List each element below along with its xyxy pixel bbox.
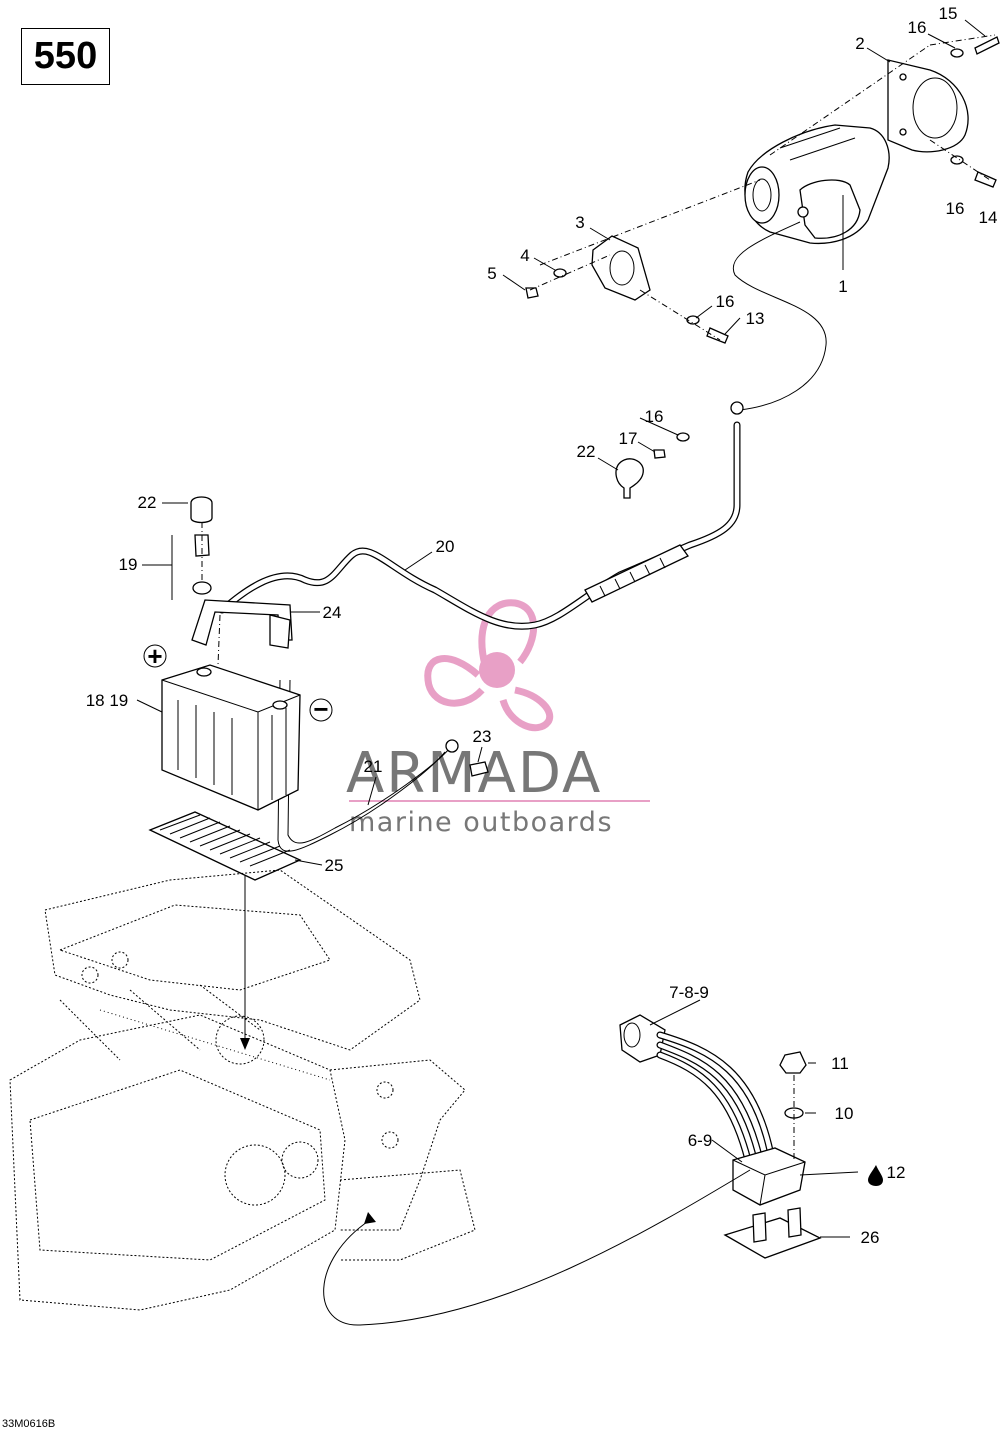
battery-pad bbox=[148, 811, 302, 881]
hardware-top bbox=[525, 36, 1000, 499]
callout-16-right: 16 bbox=[946, 199, 965, 218]
assembly-lines-top bbox=[529, 34, 996, 341]
callout-1: 1 bbox=[838, 277, 847, 296]
callout-22-left: 22 bbox=[138, 493, 157, 512]
battery-negative-symbol: − bbox=[313, 694, 328, 724]
leader-lines bbox=[136, 19, 986, 1238]
callout-16-lower: 16 bbox=[645, 407, 664, 426]
callout-7-8-9: 7-8-9 bbox=[669, 983, 709, 1002]
callout-10: 10 bbox=[835, 1104, 854, 1123]
model-number-box: 550 bbox=[21, 28, 110, 85]
callout-23: 23 bbox=[473, 727, 492, 746]
callout-16-mid: 16 bbox=[716, 292, 735, 311]
callout-14: 14 bbox=[979, 208, 998, 227]
callout-21: 21 bbox=[364, 757, 383, 776]
watermark: ARMADA marine outboards bbox=[346, 599, 650, 838]
starter-bracket-front bbox=[887, 59, 969, 153]
callout-22-right: 22 bbox=[577, 442, 596, 461]
callout-5: 5 bbox=[487, 264, 496, 283]
watermark-tagline: marine outboards bbox=[349, 807, 613, 838]
callout-19: 19 bbox=[119, 555, 138, 574]
callout-17: 17 bbox=[619, 429, 638, 448]
image-reference: 33M0616B bbox=[2, 1418, 55, 1430]
callout-labels: 1 2 3 4 5 6-9 7-8-9 10 11 12 13 14 15 16… bbox=[86, 4, 998, 1247]
callout-2: 2 bbox=[855, 34, 864, 53]
callout-6-9: 6-9 bbox=[688, 1131, 713, 1150]
callout-25: 25 bbox=[325, 856, 344, 875]
positive-cable bbox=[218, 401, 744, 630]
callout-26: 26 bbox=[861, 1228, 880, 1247]
regulator-locator-line bbox=[323, 1169, 751, 1326]
model-number: 550 bbox=[33, 35, 98, 77]
oil-drop-icon bbox=[868, 1165, 883, 1186]
positive-symbol-ring bbox=[143, 644, 167, 668]
regulator-arrow-icon bbox=[364, 1212, 376, 1224]
callout-20: 20 bbox=[436, 537, 455, 556]
battery bbox=[161, 664, 301, 811]
callout-3: 3 bbox=[575, 213, 584, 232]
callout-15: 15 bbox=[939, 4, 958, 23]
callout-24: 24 bbox=[323, 603, 342, 622]
starter-cable bbox=[732, 221, 827, 411]
callout-18-19: 18 19 bbox=[86, 691, 129, 710]
terminal-hardware bbox=[190, 496, 221, 666]
callout-12: 12 bbox=[887, 1163, 906, 1182]
callout-4: 4 bbox=[520, 246, 529, 265]
battery-bracket bbox=[191, 599, 293, 649]
negative-symbol-ring bbox=[309, 698, 333, 722]
propeller-logo-icon bbox=[424, 599, 554, 732]
starter-bracket-rear bbox=[591, 235, 651, 301]
battery-positive-symbol: + bbox=[147, 641, 162, 671]
chassis-frame bbox=[9, 869, 476, 1311]
callout-16-top: 16 bbox=[908, 18, 927, 37]
callout-13: 13 bbox=[746, 309, 765, 328]
starter-motor bbox=[744, 124, 890, 245]
negative-cable bbox=[277, 679, 489, 852]
locator-arrow-icon bbox=[240, 1038, 250, 1050]
callout-11: 11 bbox=[831, 1054, 849, 1073]
voltage-regulator bbox=[619, 1014, 822, 1259]
